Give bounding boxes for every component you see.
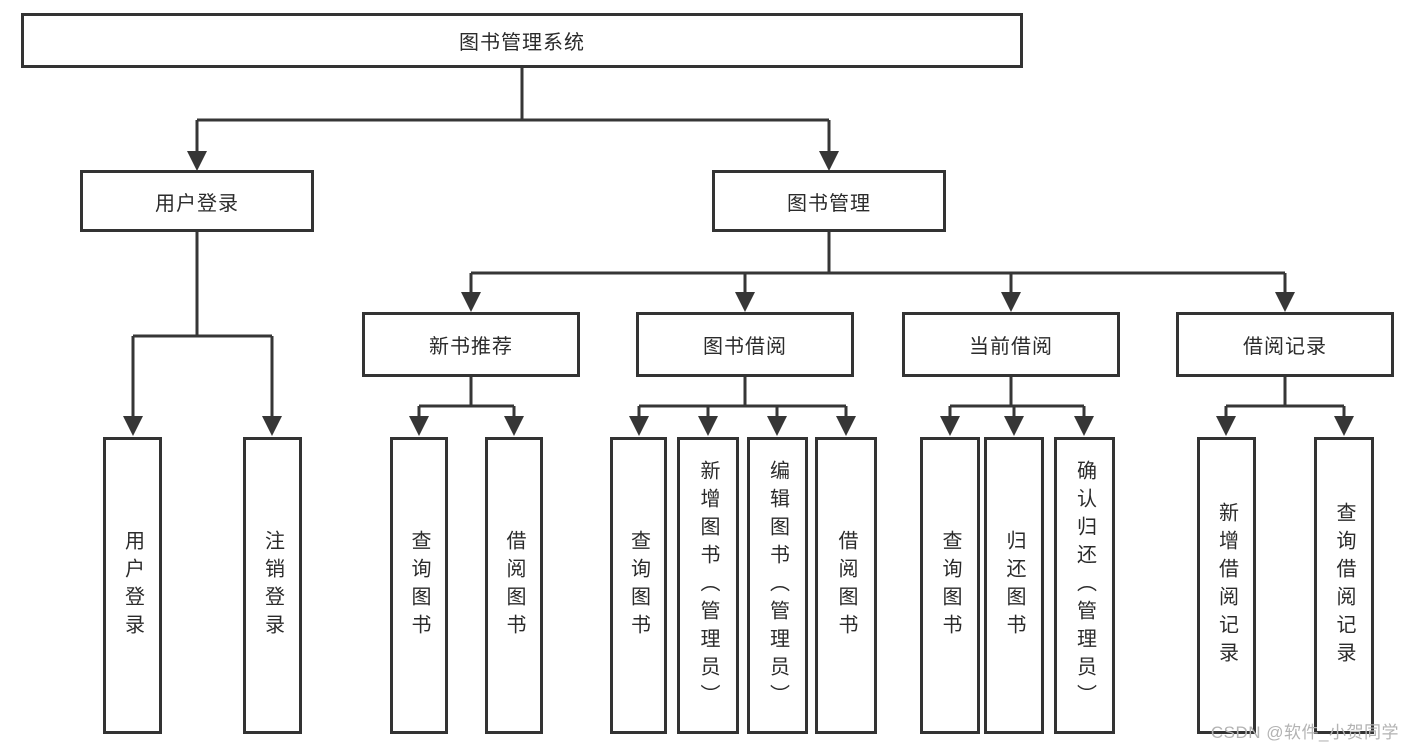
leaf-query-books-current: 查询图书 bbox=[920, 437, 980, 734]
connector-root-to-level2 bbox=[187, 68, 839, 171]
leaf-label: 新增图书（管理员） bbox=[697, 459, 719, 712]
connector-borrow-to-leaves bbox=[629, 377, 856, 436]
leaf-user-login: 用户登录 bbox=[103, 437, 162, 734]
arrowhead-icon bbox=[836, 416, 856, 436]
node-label: 图书管理系统 bbox=[459, 32, 585, 54]
leaf-add-books-admin: 新增图书（管理员） bbox=[677, 437, 739, 734]
leaf-borrow-books-recommend: 借阅图书 bbox=[485, 437, 543, 734]
arrowhead-icon bbox=[698, 416, 718, 436]
arrowhead-icon bbox=[1275, 292, 1295, 312]
leaf-label: 查询借阅记录 bbox=[1333, 501, 1355, 670]
watermark: CSDN @软件_小贺同学 bbox=[1210, 723, 1399, 742]
arrowhead-icon bbox=[187, 151, 207, 171]
leaf-label: 查询图书 bbox=[408, 529, 430, 642]
node-label: 图书管理 bbox=[787, 192, 871, 215]
arrowhead-icon bbox=[767, 416, 787, 436]
connector-recommend-to-leaves bbox=[409, 377, 524, 436]
arrowhead-icon bbox=[735, 292, 755, 312]
leaf-label: 注销登录 bbox=[261, 529, 284, 642]
arrowhead-icon bbox=[1334, 416, 1354, 436]
node-user-login: 用户登录 bbox=[80, 170, 314, 232]
node-label: 当前借阅 bbox=[969, 336, 1053, 358]
node-label: 新书推荐 bbox=[429, 336, 513, 358]
leaf-label: 用户登录 bbox=[121, 529, 144, 642]
arrowhead-icon bbox=[629, 416, 649, 436]
node-label: 借阅记录 bbox=[1243, 336, 1327, 358]
leaf-label: 确认归还（管理员） bbox=[1073, 459, 1096, 712]
node-current-borrow: 当前借阅 bbox=[902, 312, 1120, 377]
arrowhead-icon bbox=[504, 416, 524, 436]
arrowhead-icon bbox=[1004, 416, 1024, 436]
connector-records-to-leaves bbox=[1216, 377, 1354, 436]
node-label: 图书借阅 bbox=[703, 336, 787, 358]
leaf-label: 借阅图书 bbox=[835, 529, 857, 642]
leaf-confirm-return-admin: 确认归还（管理员） bbox=[1054, 437, 1115, 734]
node-new-book-recommend: 新书推荐 bbox=[362, 312, 580, 377]
connector-book-mgmt-to-level3 bbox=[461, 232, 1295, 312]
arrowhead-icon bbox=[409, 416, 429, 436]
leaf-label: 查询图书 bbox=[627, 529, 650, 642]
leaf-label: 归还图书 bbox=[1003, 529, 1025, 642]
leaf-label: 编辑图书（管理员） bbox=[766, 459, 789, 712]
arrowhead-icon bbox=[1074, 416, 1094, 436]
leaf-label: 新增借阅记录 bbox=[1215, 501, 1238, 670]
leaf-return-books: 归还图书 bbox=[984, 437, 1044, 734]
leaf-query-books-borrow: 查询图书 bbox=[610, 437, 667, 734]
node-label: 用户登录 bbox=[155, 192, 239, 215]
node-root-system: 图书管理系统 bbox=[21, 13, 1023, 68]
arrowhead-icon bbox=[123, 416, 143, 436]
leaf-edit-books-admin: 编辑图书（管理员） bbox=[747, 437, 808, 734]
leaf-label: 借阅图书 bbox=[503, 529, 525, 642]
arrowhead-icon bbox=[940, 416, 960, 436]
leaf-label: 查询图书 bbox=[939, 529, 961, 642]
node-book-management: 图书管理 bbox=[712, 170, 946, 232]
node-book-borrow: 图书借阅 bbox=[636, 312, 854, 377]
leaf-add-borrow-record: 新增借阅记录 bbox=[1197, 437, 1256, 734]
arrowhead-icon bbox=[1216, 416, 1236, 436]
leaf-query-borrow-record: 查询借阅记录 bbox=[1314, 437, 1374, 734]
leaf-borrow-books: 借阅图书 bbox=[815, 437, 877, 734]
leaf-logout: 注销登录 bbox=[243, 437, 302, 734]
arrowhead-icon bbox=[819, 151, 839, 171]
connector-current-to-leaves bbox=[940, 377, 1094, 436]
arrowhead-icon bbox=[461, 292, 481, 312]
arrowhead-icon bbox=[262, 416, 282, 436]
leaf-query-books-recommend: 查询图书 bbox=[390, 437, 448, 734]
connector-user-login-to-leaves bbox=[123, 232, 282, 436]
arrowhead-icon bbox=[1001, 292, 1021, 312]
node-borrow-records: 借阅记录 bbox=[1176, 312, 1394, 377]
